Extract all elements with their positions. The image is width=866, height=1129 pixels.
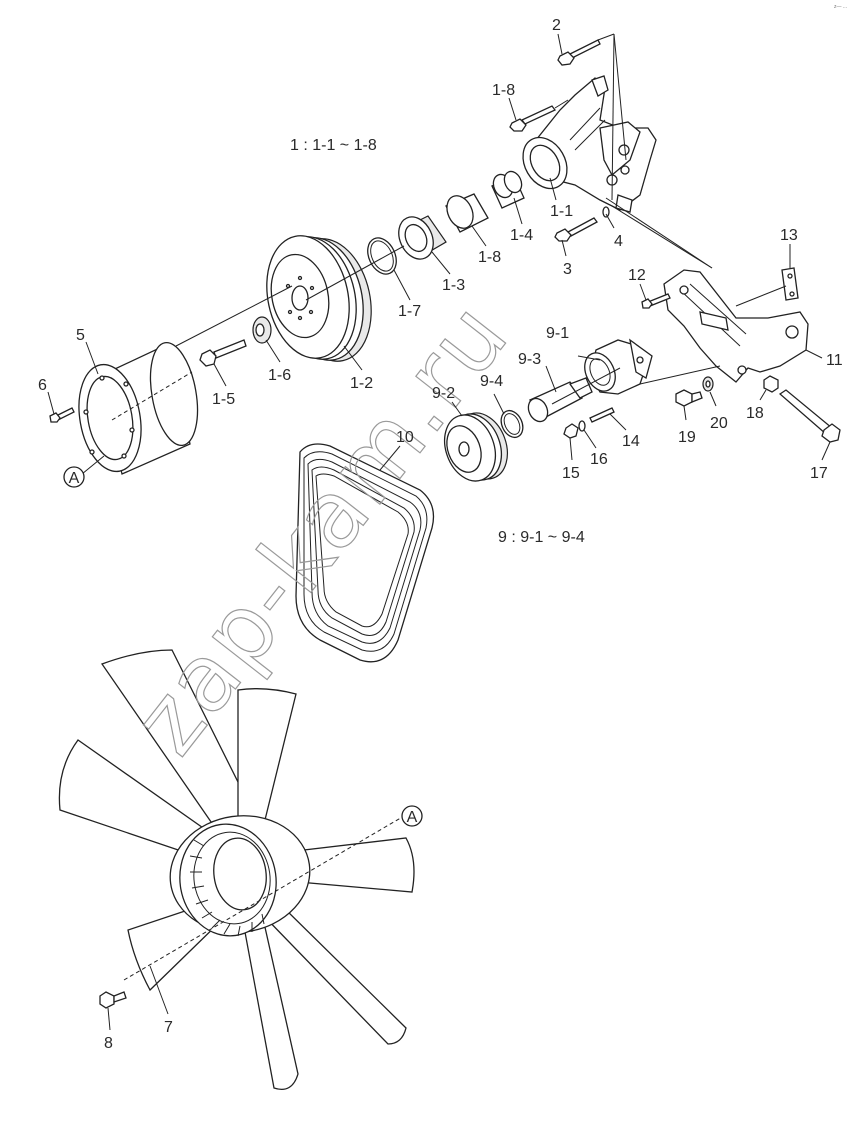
cooling-fan-7 — [58, 649, 415, 1091]
reference-marker-a-upper: A — [63, 466, 85, 488]
label-18: 18 — [746, 405, 764, 422]
label-8: 8 — [104, 1035, 113, 1052]
drive-belt-10 — [295, 443, 435, 663]
label-9-3: 9-3 — [518, 351, 541, 368]
idler-pulley-9-2 — [443, 412, 508, 482]
bushing-1-4 — [491, 170, 525, 209]
pulley-1-2 — [266, 235, 372, 362]
part-labels: 2 1-8 1-1 4 1-4 3 1-8 1-3 1-7 1-2 1-6 1-… — [38, 17, 843, 1052]
label-17: 17 — [810, 465, 828, 482]
bearing-1-3 — [398, 215, 447, 260]
label-12: 12 — [628, 267, 646, 284]
bolt-1-8-upper — [509, 105, 557, 132]
svg-text:A: A — [69, 470, 80, 487]
label-14: 14 — [622, 433, 640, 450]
bolt-17 — [778, 389, 841, 443]
label-1-8-lower: 1-8 — [478, 249, 501, 266]
reference-marker-a-lower: A — [401, 805, 423, 827]
pump-housing — [522, 75, 657, 213]
label-10: 10 — [396, 429, 414, 446]
label-1-2: 1-2 — [350, 375, 373, 392]
label-11: 11 — [826, 352, 843, 369]
bolt-19 — [675, 389, 703, 407]
label-9-2: 9-2 — [432, 385, 455, 402]
label-1-7: 1-7 — [398, 303, 421, 320]
washer-1-6 — [252, 316, 272, 344]
washer-16 — [578, 420, 586, 432]
snap-ring-9-4 — [500, 409, 524, 439]
label-19: 19 — [678, 429, 696, 446]
label-9-1: 9-1 — [546, 325, 569, 342]
label-7: 7 — [164, 1019, 173, 1036]
fan-spacer-5 — [78, 341, 199, 475]
bolt-2 — [557, 39, 601, 66]
corner-mark: z— ... — [834, 4, 847, 10]
label-15: 15 — [562, 465, 580, 482]
bolt-6 — [49, 407, 75, 423]
spacer-1-8 — [445, 193, 489, 233]
bolt-8 — [99, 991, 127, 1009]
group-1-note: 1 : 1-1 ~ 1-8 — [290, 137, 377, 154]
label-1-8-upper: 1-8 — [492, 82, 515, 99]
label-1-3: 1-3 — [442, 277, 465, 294]
idler-housing-9-1 — [584, 338, 653, 395]
plate-13 — [781, 267, 799, 301]
label-4: 4 — [614, 233, 623, 250]
washer-20 — [702, 376, 714, 392]
bolt-1-5 — [199, 339, 247, 367]
label-1-5: 1-5 — [212, 391, 235, 408]
label-1-1: 1-1 — [550, 203, 573, 220]
svg-text:A: A — [407, 809, 418, 826]
group-9-note: 9 : 9-1 ~ 9-4 — [498, 529, 585, 546]
bracket-11 — [663, 269, 809, 383]
label-16: 16 — [590, 451, 608, 468]
nut-18 — [763, 375, 779, 393]
label-5: 5 — [76, 327, 85, 344]
label-2: 2 — [552, 17, 561, 34]
stud-14 — [589, 407, 615, 423]
bolt-3 — [554, 217, 598, 242]
bolt-12 — [641, 293, 671, 309]
label-13: 13 — [780, 227, 798, 244]
label-1-6: 1-6 — [268, 367, 291, 384]
label-6: 6 — [38, 377, 47, 394]
washer-4 — [602, 206, 610, 218]
idler-shaft-9-3 — [527, 377, 593, 423]
label-3: 3 — [563, 261, 572, 278]
leader-lines — [47, 33, 831, 1031]
nut-15 — [563, 423, 579, 439]
label-9-4: 9-4 — [480, 373, 503, 390]
label-20: 20 — [710, 415, 728, 432]
snap-ring-1-7 — [367, 237, 397, 275]
label-1-4: 1-4 — [510, 227, 533, 244]
